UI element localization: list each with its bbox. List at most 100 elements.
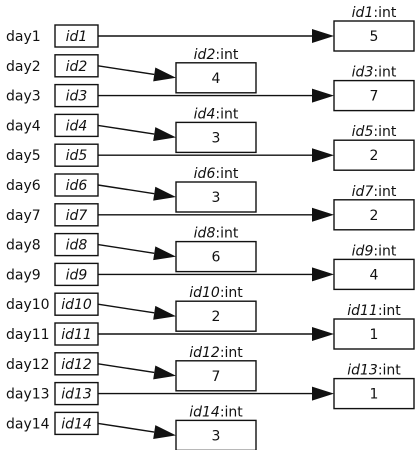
arrow-line bbox=[97, 422, 155, 433]
day-label: day7 bbox=[6, 208, 41, 224]
object-type: :int bbox=[220, 285, 243, 301]
reference-label: id7 bbox=[66, 208, 88, 224]
object-header: id5:int bbox=[352, 124, 397, 140]
day-label: day10 bbox=[6, 297, 50, 313]
object-box bbox=[333, 258, 415, 291]
object-name: id12 bbox=[189, 345, 220, 361]
object-value: 3 bbox=[212, 130, 221, 146]
object-header: id4:int bbox=[194, 106, 239, 122]
arrow-head bbox=[312, 267, 334, 282]
object-type: :int bbox=[373, 65, 396, 81]
arrow-line bbox=[97, 124, 155, 135]
object-value: 5 bbox=[370, 29, 379, 45]
arrow-line bbox=[97, 65, 155, 76]
arrow-head bbox=[153, 127, 176, 141]
object-type: :int bbox=[373, 124, 396, 140]
object-box bbox=[333, 377, 415, 410]
reference-label: id6 bbox=[66, 178, 88, 194]
reference-label: id13 bbox=[61, 387, 92, 403]
day-label: day1 bbox=[6, 29, 41, 45]
reference-label: id10 bbox=[61, 297, 92, 313]
arrow-head bbox=[153, 365, 176, 380]
object-value: 7 bbox=[370, 89, 379, 105]
object-header: id11:int bbox=[347, 303, 401, 319]
arrow-head bbox=[153, 67, 176, 82]
arrow-head bbox=[153, 186, 176, 201]
object-header: id9:int bbox=[352, 243, 397, 259]
object-header: id10:int bbox=[189, 285, 243, 301]
object-header: id8:int bbox=[194, 226, 239, 242]
object-type: :int bbox=[373, 184, 396, 200]
object-box bbox=[175, 121, 257, 154]
object-header: id14:int bbox=[189, 404, 243, 420]
object-name: id8 bbox=[194, 226, 216, 242]
reference-label: id12 bbox=[61, 357, 92, 373]
object-value: 6 bbox=[212, 250, 221, 266]
day-label: day3 bbox=[6, 89, 41, 105]
day-label: day8 bbox=[6, 238, 41, 254]
arrow-line bbox=[97, 303, 155, 314]
reference-label: id11 bbox=[61, 327, 92, 343]
object-header: id7:int bbox=[352, 184, 397, 200]
object-box bbox=[175, 62, 257, 94]
reference-label: id5 bbox=[66, 148, 88, 164]
arrow-head bbox=[312, 88, 334, 103]
day-label: day6 bbox=[6, 178, 41, 194]
object-name: id6 bbox=[194, 166, 216, 182]
object-type: :int bbox=[373, 243, 396, 259]
arrow-head bbox=[312, 386, 334, 401]
object-value: 1 bbox=[370, 387, 379, 403]
reference-label: id4 bbox=[66, 118, 88, 134]
object-value: 2 bbox=[370, 148, 379, 164]
reference-label: id9 bbox=[66, 267, 88, 283]
arrow-head bbox=[153, 425, 176, 439]
object-value: 3 bbox=[212, 428, 221, 444]
object-box bbox=[175, 181, 257, 213]
arrow-head bbox=[312, 327, 334, 341]
arrow-head bbox=[312, 207, 334, 222]
object-value: 4 bbox=[212, 71, 221, 87]
object-name: id10 bbox=[189, 285, 220, 301]
object-value: 2 bbox=[212, 309, 221, 325]
object-name: id9 bbox=[352, 243, 374, 259]
object-header: id2:int bbox=[194, 47, 239, 63]
reference-label: id8 bbox=[66, 238, 88, 254]
arrow-head bbox=[153, 246, 176, 261]
object-value: 2 bbox=[370, 208, 379, 224]
day-label: day5 bbox=[6, 148, 41, 164]
reference-label: id3 bbox=[66, 89, 88, 105]
arrow-head bbox=[153, 305, 176, 320]
object-box bbox=[333, 79, 415, 112]
day-label: day11 bbox=[6, 327, 50, 343]
object-name: id14 bbox=[189, 404, 220, 420]
object-header: id6:int bbox=[194, 166, 239, 182]
object-type: :int bbox=[373, 5, 396, 21]
reference-label: id14 bbox=[61, 416, 92, 432]
reference-label: id2 bbox=[66, 59, 88, 75]
object-box bbox=[333, 199, 415, 231]
object-name: id1 bbox=[352, 5, 374, 21]
object-type: :int bbox=[215, 166, 238, 182]
object-name: id5 bbox=[352, 124, 374, 140]
day-label: day14 bbox=[6, 416, 50, 432]
object-box bbox=[175, 360, 257, 392]
day-label: day12 bbox=[6, 357, 50, 373]
object-name: id7 bbox=[352, 184, 374, 200]
arrow-head bbox=[312, 148, 334, 163]
object-type: :int bbox=[215, 106, 238, 122]
object-box bbox=[175, 240, 257, 273]
object-box bbox=[333, 20, 415, 52]
